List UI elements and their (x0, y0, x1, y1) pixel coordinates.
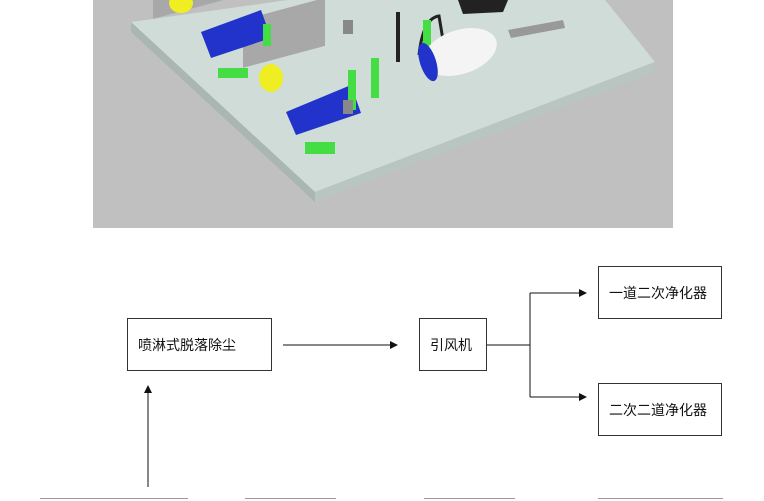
node-purifier-2: 二次二道净化器 (598, 383, 722, 436)
node-induced-draft-fan: 引风机 (419, 318, 487, 371)
plant-render-image (93, 0, 673, 228)
partial-box-4 (598, 498, 723, 501)
partial-box-3 (424, 498, 515, 501)
node-purifier-1: 一道二次净化器 (598, 266, 722, 319)
partial-box-2 (245, 498, 336, 501)
node-spray-dust-removal: 喷淋式脱落除尘 (127, 318, 272, 371)
partial-box-1 (40, 498, 188, 501)
